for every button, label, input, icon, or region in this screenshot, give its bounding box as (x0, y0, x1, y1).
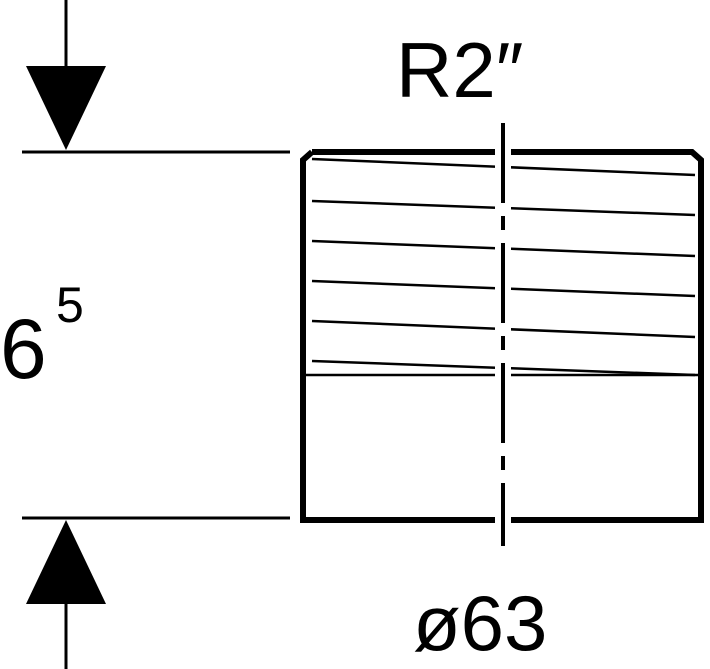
bottom-arrow-head (26, 520, 106, 604)
height-label-superscript: 5 (56, 277, 84, 333)
top-dimension-arrow (26, 0, 106, 150)
bottom-dimension-arrow (26, 520, 106, 669)
height-label: 6 (0, 302, 47, 396)
diameter-label: ø63 (413, 579, 547, 667)
fitting-outline (300, 149, 704, 523)
top-arrow-head (26, 66, 106, 150)
thread-size-label: R2″ (396, 26, 523, 114)
